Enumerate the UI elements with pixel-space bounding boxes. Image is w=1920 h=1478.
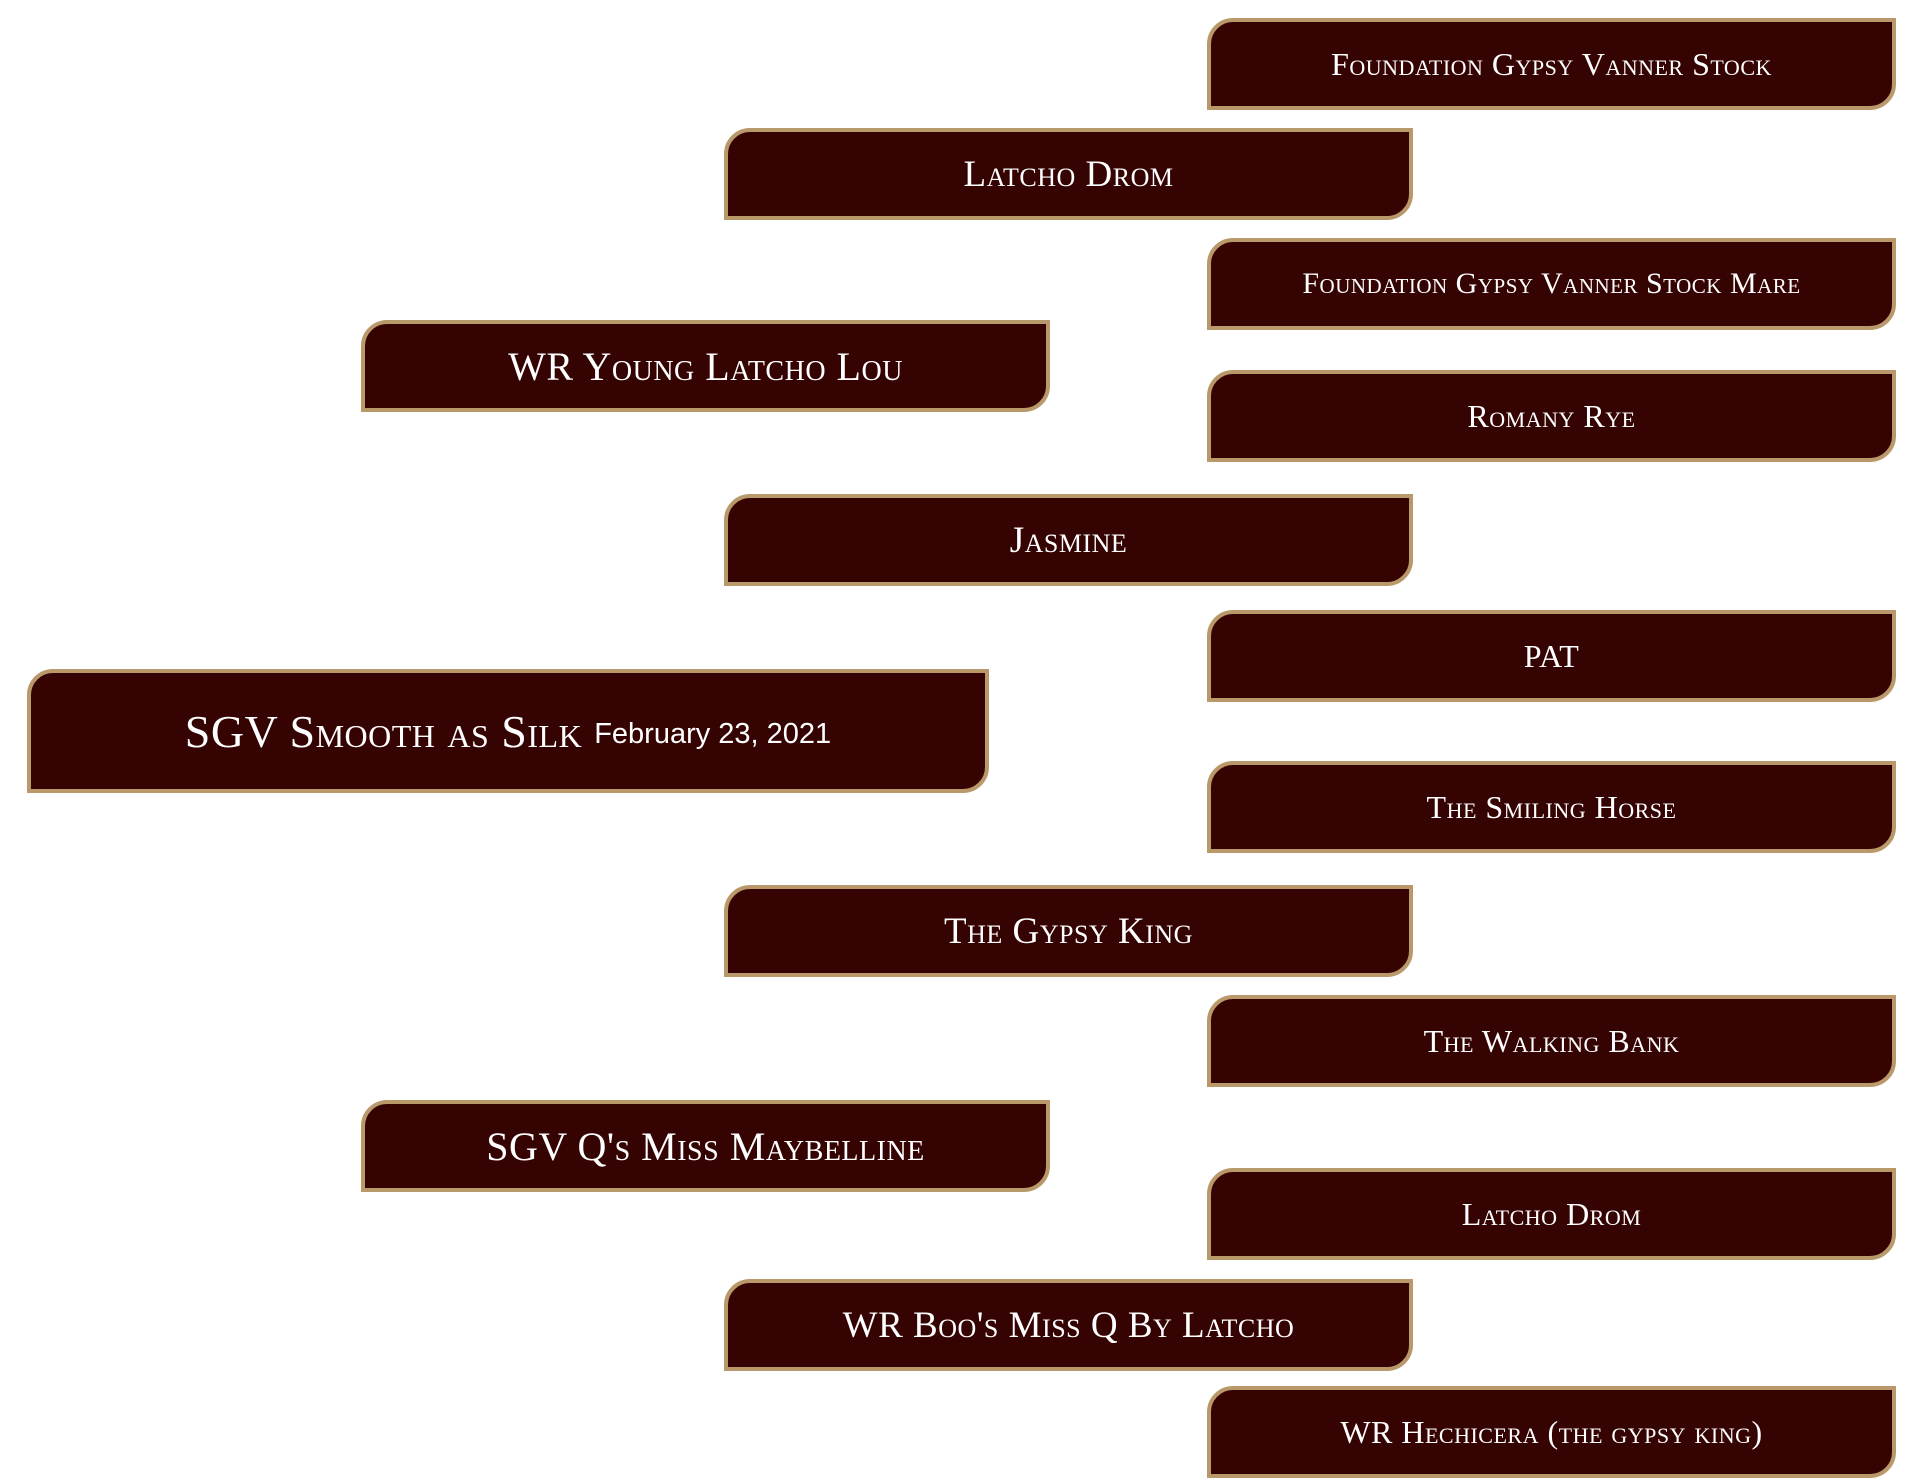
horse-birth-date: February 23, 2021 — [594, 717, 832, 750]
dam-sire-dam-name: The Walking Bank — [1423, 1022, 1680, 1059]
pedigree-dam-sire-dam[interactable]: The Walking Bank — [1207, 995, 1896, 1087]
sire-sire-sire-name: Foundation Gypsy Vanner Stock — [1331, 45, 1772, 82]
pedigree-dam-sire[interactable]: The Gypsy King — [724, 885, 1413, 977]
sire-dam-dam-name: PAT — [1523, 637, 1580, 674]
pedigree-dam-dam-dam[interactable]: WR Hechicera (the gypsy king) — [1207, 1386, 1896, 1478]
pedigree-sire-dam[interactable]: Jasmine — [724, 494, 1413, 586]
pedigree-dam-dam[interactable]: WR Boo's Miss Q By Latcho — [724, 1279, 1413, 1371]
dam-dam-sire-name: Latcho Drom — [1461, 1195, 1642, 1232]
dam-sire-name: The Gypsy King — [944, 910, 1193, 952]
sire-sire-name: Latcho Drom — [963, 153, 1174, 195]
pedigree-dam-sire-sire[interactable]: The Smiling Horse — [1207, 761, 1896, 853]
horse-name: SGV Smooth as Silk — [184, 705, 583, 757]
dam-sire-sire-name: The Smiling Horse — [1426, 788, 1677, 825]
dam-dam-name: WR Boo's Miss Q By Latcho — [842, 1304, 1295, 1346]
pedigree-sire-sire[interactable]: Latcho Drom — [724, 128, 1413, 220]
pedigree-sire-dam-dam[interactable]: PAT — [1207, 610, 1896, 702]
pedigree-horse[interactable]: SGV Smooth as Silk February 23, 2021 — [27, 669, 989, 793]
dam-dam-dam-name: WR Hechicera (the gypsy king) — [1340, 1413, 1763, 1450]
dam-name: SGV Q's Miss Maybelline — [486, 1123, 925, 1169]
pedigree-dam-dam-sire[interactable]: Latcho Drom — [1207, 1168, 1896, 1260]
pedigree-sire[interactable]: WR Young Latcho Lou — [361, 320, 1050, 412]
pedigree-dam[interactable]: SGV Q's Miss Maybelline — [361, 1100, 1050, 1192]
sire-dam-name: Jasmine — [1009, 519, 1128, 561]
sire-sire-dam-name: Foundation Gypsy Vanner Stock Mare — [1302, 267, 1801, 300]
sire-dam-sire-name: Romany Rye — [1467, 397, 1636, 434]
pedigree-sire-sire-sire[interactable]: Foundation Gypsy Vanner Stock — [1207, 18, 1896, 110]
pedigree-sire-sire-dam[interactable]: Foundation Gypsy Vanner Stock Mare — [1207, 238, 1896, 330]
pedigree-sire-dam-sire[interactable]: Romany Rye — [1207, 370, 1896, 462]
sire-name: WR Young Latcho Lou — [508, 343, 903, 389]
